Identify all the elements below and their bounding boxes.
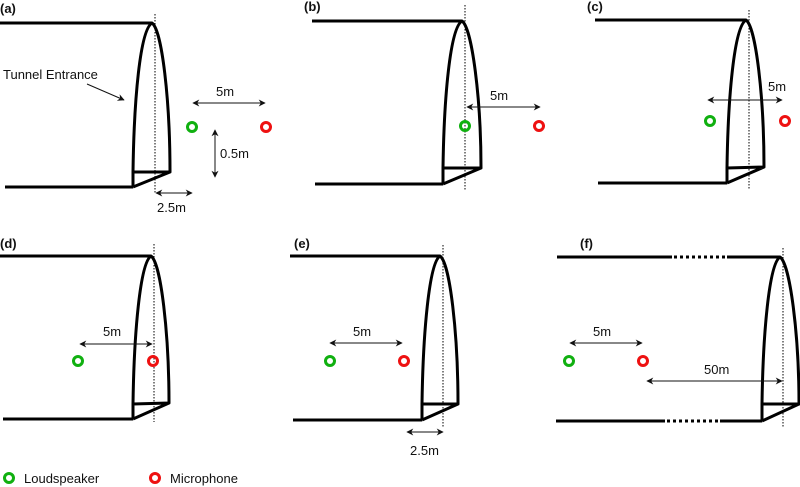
microphone-marker (637, 355, 649, 367)
legend: Loudspeaker Microphone (3, 471, 238, 486)
tunnel-entrance-arch (725, 18, 766, 185)
panel-b: (b) 5m (304, 0, 545, 190)
tunnel-b (312, 5, 483, 190)
tunnel-entrance-arch (441, 19, 483, 186)
spacing-label: 5m (353, 324, 371, 339)
microphone-marker (147, 355, 159, 367)
loudspeaker-marker (704, 115, 716, 127)
panel-d: (d) 5m (0, 236, 171, 422)
tunnel-f (556, 248, 800, 428)
panel-label-d: (d) (0, 236, 17, 251)
legend-item-loudspeaker: Loudspeaker (3, 471, 100, 486)
arch-depth-label: 2.5m (157, 200, 186, 215)
microphone-marker (260, 121, 272, 133)
spacing-label: 5m (490, 88, 508, 103)
panel-label-e: (e) (294, 236, 310, 251)
loudspeaker-marker (563, 355, 575, 367)
arch-depth-label: 2.5m (410, 443, 439, 458)
loudspeaker-marker (324, 355, 336, 367)
loudspeaker-marker (459, 120, 471, 132)
tunnel-entrance-arch (760, 255, 800, 423)
legend-item-microphone: Microphone (149, 471, 238, 486)
loudspeaker-legend-icon (3, 472, 15, 484)
tunnel-d (0, 244, 171, 422)
spacing-label: 5m (216, 84, 234, 99)
tunnel-c (595, 10, 766, 190)
tunnel-entrance-label: Tunnel Entrance (3, 67, 98, 82)
panel-label-f: (f) (580, 236, 593, 251)
legend-label-loudspeaker: Loudspeaker (24, 471, 100, 486)
legend-label-microphone: Microphone (170, 471, 238, 486)
tunnel-a (0, 14, 172, 193)
tunnel-entrance-arch (131, 21, 172, 189)
height-offset-label: 0.5m (220, 146, 249, 161)
panel-f: (f) 5m 50m (556, 236, 800, 428)
panel-label-a: (a) (0, 1, 16, 16)
tunnel-entrance-arch (131, 254, 171, 421)
spacing-label: 5m (768, 79, 786, 94)
microphone-marker (398, 355, 410, 367)
spacing-label: 5m (593, 324, 611, 339)
loudspeaker-marker (72, 355, 84, 367)
loudspeaker-marker (186, 121, 198, 133)
tunnel-entrance-pointer-arrow (86, 83, 125, 101)
microphone-marker (779, 115, 791, 127)
panel-label-c: (c) (587, 0, 603, 14)
microphone-legend-icon (149, 472, 161, 484)
microphone-marker (533, 120, 545, 132)
entrance-distance-label: 50m (704, 362, 729, 377)
tunnel-e (290, 245, 460, 427)
panel-e: (e) 5m 2.5m (290, 236, 460, 458)
panel-label-b: (b) (304, 0, 321, 14)
panel-c: (c) 5m (587, 0, 791, 190)
tunnel-entrance-arch (420, 254, 460, 422)
panel-a: (a) Tunnel Entrance 5m 0.5m 2.5m (0, 1, 272, 215)
spacing-label: 5m (103, 324, 121, 339)
